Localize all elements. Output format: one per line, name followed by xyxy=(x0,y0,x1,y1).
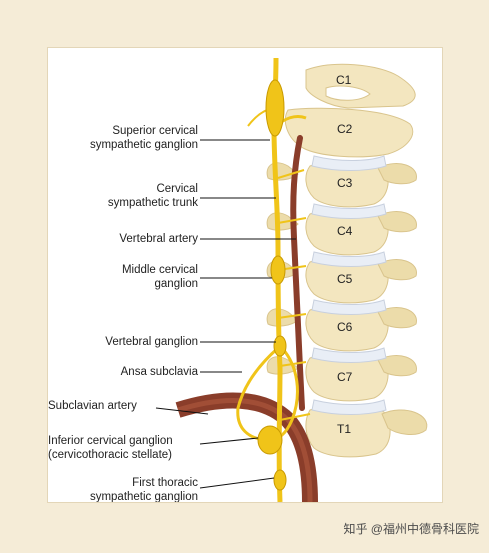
label-middle-cervical: Middle cervical ganglion xyxy=(122,263,198,291)
inferior-cervical-ganglion xyxy=(257,425,283,455)
label-cervical-trunk-line1: Cervical xyxy=(156,183,198,195)
label-middle-cervical-line2: ganglion xyxy=(154,278,198,290)
vertebra-label-c2: C2 xyxy=(337,122,353,136)
vertebral-ganglion-node xyxy=(273,335,287,357)
label-inferior-cervical-line1: Inferior cervical ganglion xyxy=(48,435,173,447)
watermark: 知乎 @福州中德骨科医院 xyxy=(343,522,479,536)
label-first-thoracic-line1: First thoracic xyxy=(132,477,198,489)
label-middle-cervical-line1: Middle cervical xyxy=(121,264,198,276)
label-first-thoracic-line2: sympathetic ganglion xyxy=(89,491,198,502)
superior-cervical-ganglion xyxy=(265,79,285,137)
first-thoracic-ganglion xyxy=(273,469,287,491)
vertebra-label-c3: C3 xyxy=(337,176,353,190)
label-inferior-cervical: Inferior cervical ganglion (cervicothora… xyxy=(48,434,173,462)
label-subclavian-artery: Subclavian artery xyxy=(48,400,137,412)
label-ansa-subclavia: Ansa subclavia xyxy=(120,366,198,378)
label-cervical-trunk-line2: sympathetic trunk xyxy=(107,197,198,209)
vertebra-label-t1: T1 xyxy=(337,422,352,436)
label-superior-cervical-line2: sympathetic ganglion xyxy=(89,139,198,151)
middle-cervical-ganglion xyxy=(270,255,286,285)
vertebra-label-c4: C4 xyxy=(337,224,353,238)
vertebra-label-c5: C5 xyxy=(337,272,353,286)
anatomy-panel: C1 C2 C3 C4 C5 C6 C7 T1 Superior cervica… xyxy=(48,48,442,502)
label-superior-cervical: Superior cervical sympathetic ganglion xyxy=(90,124,198,152)
label-first-thoracic: First thoracic sympathetic ganglion xyxy=(90,476,198,502)
vertebra-label-c1: C1 xyxy=(336,73,352,87)
label-vertebral-artery: Vertebral artery xyxy=(119,233,198,245)
label-superior-cervical-line1: Superior cervical xyxy=(112,125,198,137)
leader-lines xyxy=(155,139,296,489)
label-inferior-cervical-line2: (cervicothoracic stellate) xyxy=(48,449,172,461)
spine-illustration xyxy=(155,57,428,502)
vertebral-artery-vessel xyxy=(290,135,305,411)
label-cervical-trunk: Cervical sympathetic trunk xyxy=(108,182,198,210)
vertebra-label-c7: C7 xyxy=(337,370,353,384)
vertebra-label-c6: C6 xyxy=(337,320,353,334)
label-vertebral-ganglion: Vertebral ganglion xyxy=(105,336,198,348)
